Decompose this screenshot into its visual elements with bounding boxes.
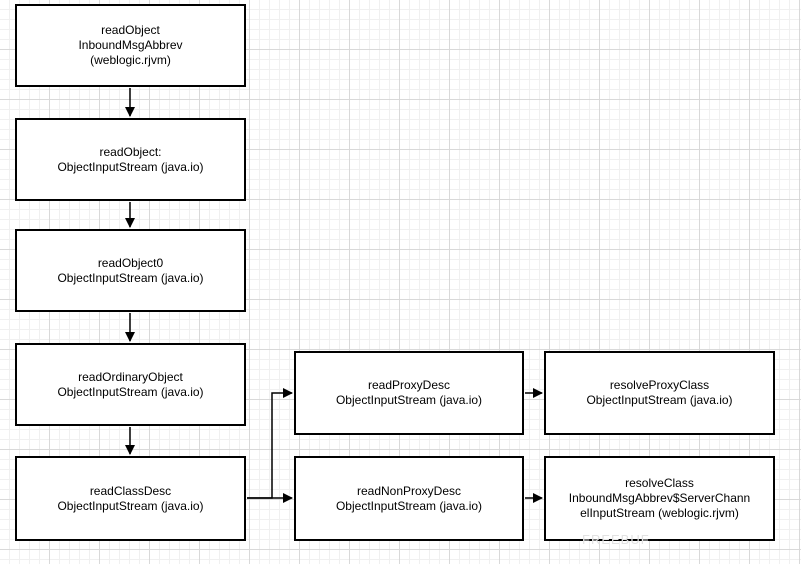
node-label: readProxyDesc ObjectInputStream (java.io… [335, 378, 483, 407]
node-label: resolveProxyClass ObjectInputStream (jav… [586, 378, 733, 407]
node-label: readObject0 ObjectInputStream (java.io) [57, 255, 204, 285]
node-readobject-objectinputstream: readObject: ObjectInputStream (java.io) [15, 118, 246, 201]
watermark: FREEBUF [582, 532, 650, 547]
node-label: readOrdinaryObject ObjectInputStream (ja… [57, 369, 204, 399]
node-label: readObject InboundMsgAbbrev (weblogic.rj… [78, 23, 183, 67]
node-readordinaryobject: readOrdinaryObject ObjectInputStream (ja… [15, 343, 246, 426]
node-resolveproxyclass: resolveProxyClass ObjectInputStream (jav… [544, 351, 775, 435]
node-readnonproxydesc: readNonProxyDesc ObjectInputStream (java… [294, 456, 524, 541]
node-label: resolveClass InboundMsgAbbrev$ServerChan… [568, 476, 751, 520]
node-readobject-inboundmsgabbrev: readObject InboundMsgAbbrev (weblogic.rj… [15, 4, 246, 87]
node-label: readClassDesc ObjectInputStream (java.io… [57, 483, 204, 513]
node-label: readNonProxyDesc ObjectInputStream (java… [335, 483, 483, 513]
node-label: readObject: ObjectInputStream (java.io) [57, 144, 204, 174]
node-readobject0: readObject0 ObjectInputStream (java.io) [15, 229, 246, 312]
edge-n5-n6 [247, 388, 293, 499]
node-resolveclass: resolveClass InboundMsgAbbrev$ServerChan… [544, 456, 775, 541]
node-readclassdesc: readClassDesc ObjectInputStream (java.io… [15, 456, 246, 541]
node-readproxydesc: readProxyDesc ObjectInputStream (java.io… [294, 351, 524, 435]
